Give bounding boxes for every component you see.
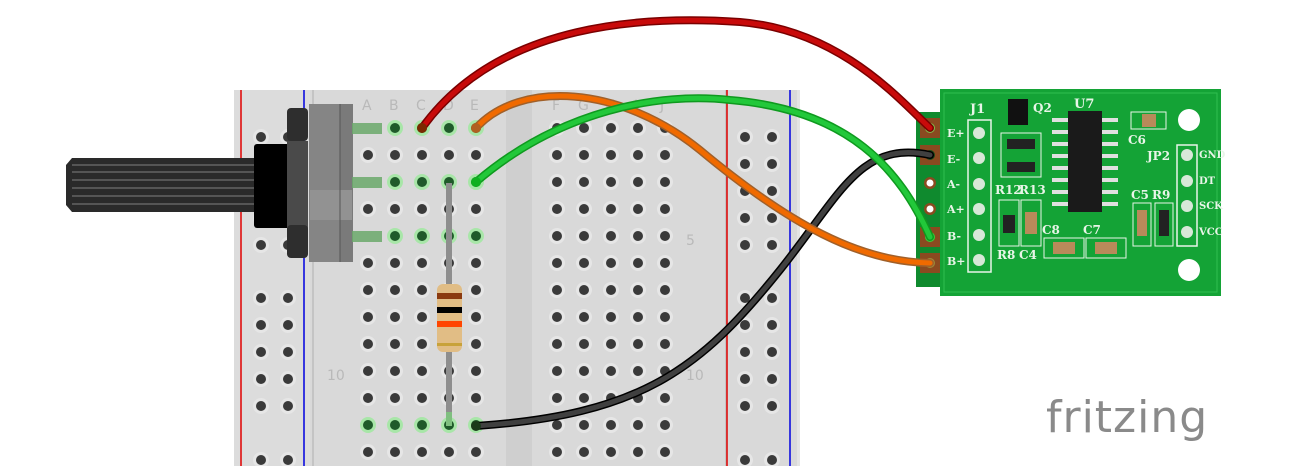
svg-text:A-: A- [946, 178, 960, 191]
svg-text:SCK: SCK [1199, 201, 1223, 212]
row-label: 5 [686, 233, 695, 249]
col-label: A [362, 98, 372, 114]
svg-text:B+: B+ [947, 255, 966, 268]
svg-text:C7: C7 [1083, 223, 1101, 237]
col-label: J [659, 98, 664, 114]
col-label: D [443, 98, 454, 114]
svg-text:E+: E+ [947, 127, 965, 140]
svg-text:VCC: VCC [1198, 227, 1223, 238]
row-label: 10 [686, 368, 704, 384]
resistor [437, 183, 462, 426]
col-label: C [416, 98, 426, 114]
svg-text:C8: C8 [1042, 223, 1060, 237]
svg-text:U7: U7 [1074, 97, 1094, 112]
load-cell-amplifier-module: J1 E+ E- A- A+ B- B+ U7 Q2 C6 R12 R13 R [916, 89, 1226, 296]
svg-text:Q2: Q2 [1033, 101, 1052, 115]
svg-text:J1: J1 [969, 102, 985, 117]
potentiometer [66, 104, 382, 262]
svg-text:C4: C4 [1019, 248, 1037, 262]
svg-text:R8: R8 [997, 248, 1015, 262]
svg-text:R12: R12 [995, 183, 1022, 197]
svg-text:C6: C6 [1128, 133, 1146, 147]
svg-text:E-: E- [947, 153, 960, 166]
wires [417, 16, 934, 431]
svg-text:B-: B- [947, 230, 961, 243]
svg-text:A+: A+ [946, 203, 965, 216]
mounting-hole [1178, 109, 1200, 131]
row-label: 10 [327, 368, 345, 384]
breadboard-holes [253, 120, 780, 466]
col-label: F [552, 98, 560, 114]
svg-text:R9: R9 [1152, 188, 1170, 202]
svg-text:C5: C5 [1131, 188, 1149, 202]
svg-text:R13: R13 [1019, 183, 1046, 197]
svg-text:DT: DT [1199, 176, 1216, 187]
fritzing-logo: fritzing [1046, 392, 1209, 443]
svg-text:GND: GND [1199, 150, 1226, 161]
col-label: G [578, 98, 589, 114]
mounting-hole [1178, 259, 1200, 281]
svg-text:JP2: JP2 [1146, 149, 1170, 163]
ic-chip [1068, 111, 1102, 212]
col-label: E [470, 98, 479, 114]
col-label: B [389, 98, 399, 114]
